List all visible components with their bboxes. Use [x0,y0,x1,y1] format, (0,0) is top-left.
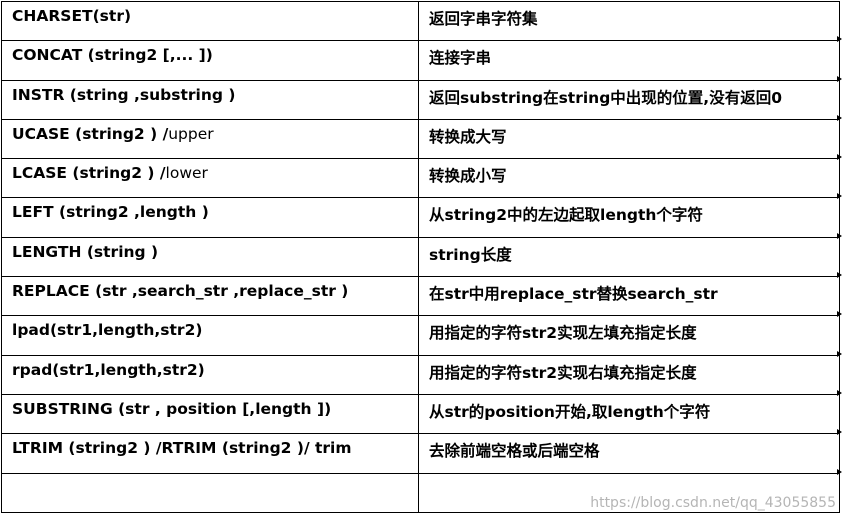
watermark: https://blog.csdn.net/qq_43055855 [590,495,836,511]
function-alias: lower [165,164,208,183]
table-row [1,472,840,513]
function-description: 在str中用replace_str替换search_str [429,285,718,304]
function-description: 转换成小写 [429,167,507,186]
description-cell: 返回字串字符集 [418,0,840,42]
table-row: LEFT (string2 ,length ) 从string2中的左边起取len… [1,197,840,238]
function-description: 去除前端空格或后端空格 [429,442,600,461]
function-cell: UCASE (string2 ) /upper [1,118,419,160]
function-name: UCASE (string2 ) / [12,124,169,143]
table-row: INSTR (string ,substring ) 返回substring在st… [1,79,840,120]
row-marker-icon [837,232,842,239]
function-name: LEFT (string2 ,length ) [12,203,209,222]
row-marker-icon [837,429,842,436]
function-description: 转换成大写 [429,127,507,146]
function-name: INSTR (string ,substring ) [12,85,236,104]
description-cell: 从string2中的左边起取length个字符 [418,197,840,238]
description-cell: 在str中用replace_str替换search_str [418,276,840,317]
description-cell: 返回substring在string中出现的位置,没有返回0 [418,79,840,120]
function-cell: REPLACE (str ,search_str ,replace_str ) [1,276,419,317]
function-cell: CONCAT (string2 [,... ]) [1,40,419,81]
function-name: lpad(str1,length,str2) [12,321,203,340]
table-row: rpad(str1,length,str2) 用指定的字符str2实现右填充指定长… [1,354,840,395]
table-row: LENGTH (string ) string长度 [1,236,840,278]
function-name: CONCAT (string2 [,... ]) [12,46,213,65]
table-row: UCASE (string2 ) /upper 转换成大写 [1,118,840,160]
function-cell: LTRIM (string2 ) /RTRIM (string2 )/ trim [1,433,419,474]
row-marker-icon [837,350,842,357]
table-row: CONCAT (string2 [,... ]) 连接字串 [1,40,840,81]
table-row: REPLACE (str ,search_str ,replace_str ) 在… [1,276,840,317]
function-cell: rpad(str1,length,str2) [1,354,419,395]
table-row: LTRIM (string2 ) /RTRIM (string2 )/ trim… [1,433,840,474]
function-description: 返回substring在string中出现的位置,没有返回0 [429,88,782,107]
function-cell: lpad(str1,length,str2) [1,315,419,356]
description-cell [418,472,840,513]
row-marker-icon [837,193,842,200]
description-cell: 从str的position开始,取length个字符 [418,393,840,435]
description-cell: 用指定的字符str2实现左填充指定长度 [418,315,840,356]
row-marker-icon [837,154,842,161]
function-name: LTRIM (string2 ) /RTRIM (string2 )/ trim [12,439,352,458]
function-cell: LENGTH (string ) [1,236,419,278]
function-alias: upper [168,124,214,143]
row-marker-icon [837,311,842,318]
function-name: REPLACE (str ,search_str ,replace_str ) [12,282,349,301]
function-description: string长度 [429,245,512,264]
function-name: SUBSTRING (str , position [,length ]) [12,399,332,418]
function-description: 连接字串 [429,49,492,68]
row-marker-icon [837,468,842,475]
function-cell: LCASE (string2 ) /lower [1,158,419,199]
row-marker-icon [837,75,842,82]
table-row: SUBSTRING (str , position [,length ]) 从st… [1,393,840,435]
table-row: CHARSET(str) 返回字串字符集 [1,0,840,42]
function-name: CHARSET(str) [12,7,132,25]
description-cell: 转换成大写 [418,118,840,160]
function-name: LCASE (string2 ) / [12,164,166,183]
function-description: 返回字串字符集 [429,10,538,28]
row-marker-icon [837,36,842,43]
function-cell: LEFT (string2 ,length ) [1,197,419,238]
description-cell: 连接字串 [418,40,840,81]
table-row: lpad(str1,length,str2) 用指定的字符str2实现左填充指定长… [1,315,840,356]
function-description: 用指定的字符str2实现左填充指定长度 [429,324,697,343]
row-marker-icon [837,272,842,279]
function-cell: INSTR (string ,substring ) [1,79,419,120]
row-marker-icon [837,114,842,121]
row-marker-icon [837,389,842,396]
function-name: rpad(str1,length,str2) [12,360,205,379]
description-cell: 转换成小写 [418,158,840,199]
function-cell [1,472,419,513]
function-cell: SUBSTRING (str , position [,length ]) [1,393,419,435]
table-row: LCASE (string2 ) /lower 转换成小写 [1,158,840,199]
function-description: 从str的position开始,取length个字符 [429,402,711,421]
function-cell: CHARSET(str) [1,0,419,42]
description-cell: 用指定的字符str2实现右填充指定长度 [418,354,840,395]
function-name: LENGTH (string ) [12,242,159,261]
description-cell: string长度 [418,236,840,278]
function-description: 用指定的字符str2实现右填充指定长度 [429,363,697,382]
description-cell: 去除前端空格或后端空格 [418,433,840,474]
function-description: 从string2中的左边起取length个字符 [429,206,703,225]
